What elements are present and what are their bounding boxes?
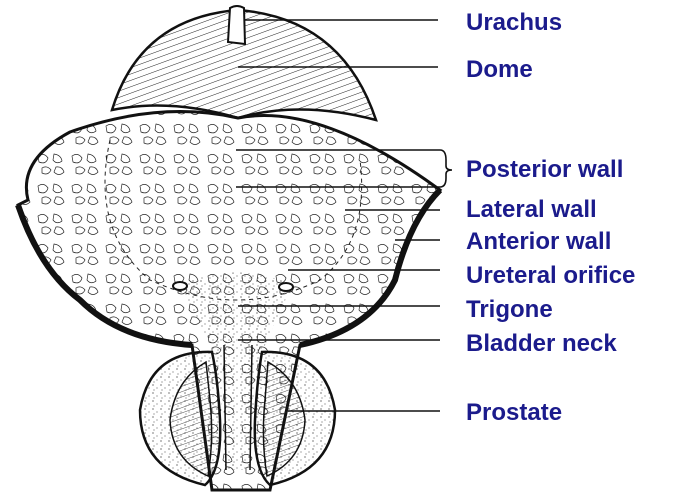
label-ureteral-orifice: Ureteral orifice: [466, 262, 635, 290]
urachus-shape: [228, 6, 245, 44]
label-urachus: Urachus: [466, 9, 562, 37]
label-anterior-wall: Anterior wall: [466, 228, 611, 256]
label-dome: Dome: [466, 56, 533, 84]
posterior-wall-bracket: [440, 150, 452, 187]
label-posterior-wall: Posterior wall: [466, 156, 623, 184]
label-lateral-wall: Lateral wall: [466, 196, 597, 224]
label-bladder-neck: Bladder neck: [466, 330, 617, 358]
label-prostate: Prostate: [466, 399, 562, 427]
label-trigone: Trigone: [466, 296, 553, 324]
